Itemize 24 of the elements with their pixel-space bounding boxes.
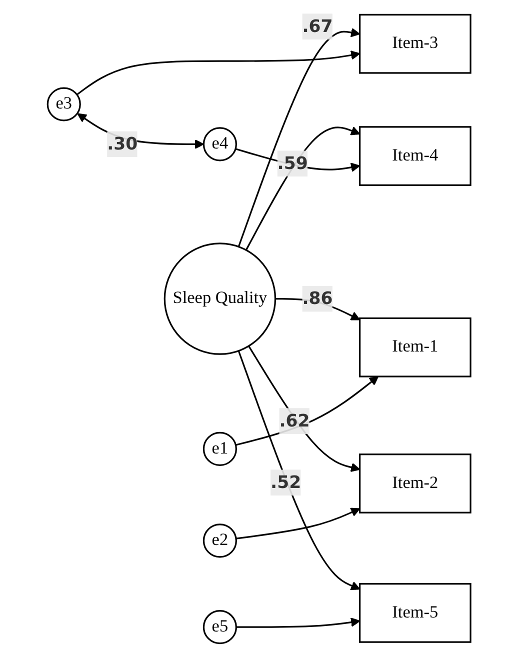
arrow (238, 28, 361, 247)
node-circle: e1 (203, 432, 238, 466)
edge-label: .62 (280, 410, 310, 431)
edge-label: .59 (278, 152, 308, 174)
edge-label: .30 (107, 133, 138, 154)
edge-label: .86 (302, 288, 334, 309)
node-box: Item-5 (359, 583, 472, 643)
node-box: Item-4 (359, 126, 472, 186)
arrow (246, 126, 361, 250)
edge-label: .52 (270, 472, 302, 492)
node-circle: e2 (203, 524, 238, 558)
arrow (236, 618, 361, 628)
node-box: Item-3 (359, 14, 472, 74)
node-box: Item-1 (359, 317, 472, 378)
node-circle: e3 (47, 87, 82, 122)
arrow (238, 350, 361, 590)
node-circle: e5 (203, 610, 238, 644)
arrow (236, 508, 361, 540)
node-circle: e4 (203, 127, 238, 162)
arrow (248, 346, 361, 472)
arrow (76, 50, 361, 96)
node-circle: Sleep Quality (164, 242, 276, 355)
node-box: Item-2 (359, 454, 472, 514)
edge-label: .67 (302, 16, 334, 36)
